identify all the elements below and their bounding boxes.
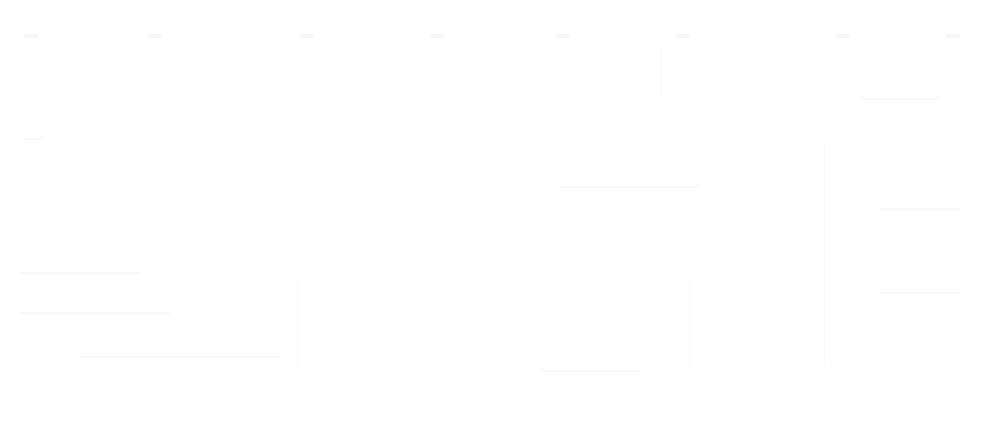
row-hint-3 [20, 312, 170, 314]
divider-upper-middle [660, 50, 661, 95]
row-hint-4 [80, 356, 280, 358]
divider-left [298, 280, 299, 370]
divider-right [824, 145, 825, 365]
header-marker-5 [556, 34, 570, 38]
header-marker-6 [676, 34, 690, 38]
header-marker-7 [836, 34, 850, 38]
header-marker-2 [148, 34, 162, 38]
row-hint-9 [540, 370, 640, 372]
header-marker-3 [300, 34, 314, 38]
row-hint-1 [24, 138, 44, 140]
divider-middle [690, 280, 691, 370]
header-marker-8 [946, 34, 960, 38]
row-hint-8 [880, 292, 960, 294]
header-marker-4 [430, 34, 444, 38]
row-hint-2 [20, 272, 140, 274]
row-hint-5 [560, 186, 700, 188]
row-hint-7 [880, 208, 960, 210]
header-bar [0, 0, 1002, 70]
row-hint-6 [860, 98, 940, 100]
header-marker-1 [24, 34, 38, 38]
